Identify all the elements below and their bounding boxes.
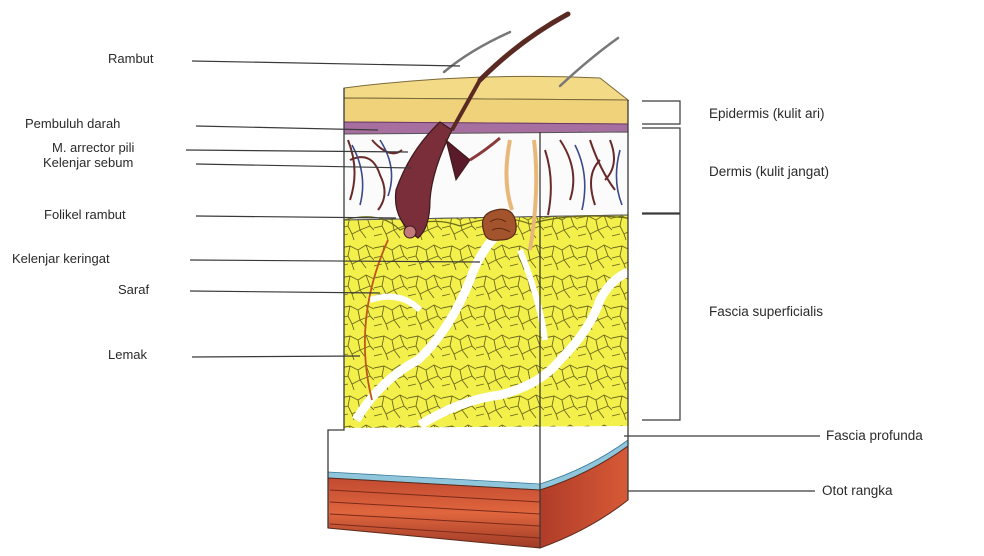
epidermis-layer — [344, 76, 628, 139]
label-otot-rangka: Otot rangka — [822, 483, 893, 499]
label-lemak: Lemak — [108, 347, 147, 363]
label-kelenjar-sebum: Kelenjar sebum — [43, 155, 133, 171]
label-pembuluh-darah: Pembuluh darah — [25, 116, 120, 132]
right-brackets — [624, 101, 820, 491]
label-epidermis: Epidermis (kulit ari) — [709, 106, 825, 122]
label-saraf: Saraf — [118, 282, 149, 298]
label-dermis: Dermis (kulit jangat) — [709, 164, 829, 180]
label-rambut: Rambut — [108, 51, 154, 67]
label-fascia-superficialis: Fascia superficialis — [709, 304, 823, 320]
label-folikel-rambut: Folikel rambut — [44, 207, 126, 223]
dermis-layer — [344, 132, 628, 220]
label-m-arrector-pili: M. arrector pili — [52, 140, 134, 156]
label-kelenjar-keringat: Kelenjar keringat — [12, 251, 110, 267]
label-fascia-profunda: Fascia profunda — [826, 428, 923, 444]
fat-layer — [344, 215, 628, 430]
